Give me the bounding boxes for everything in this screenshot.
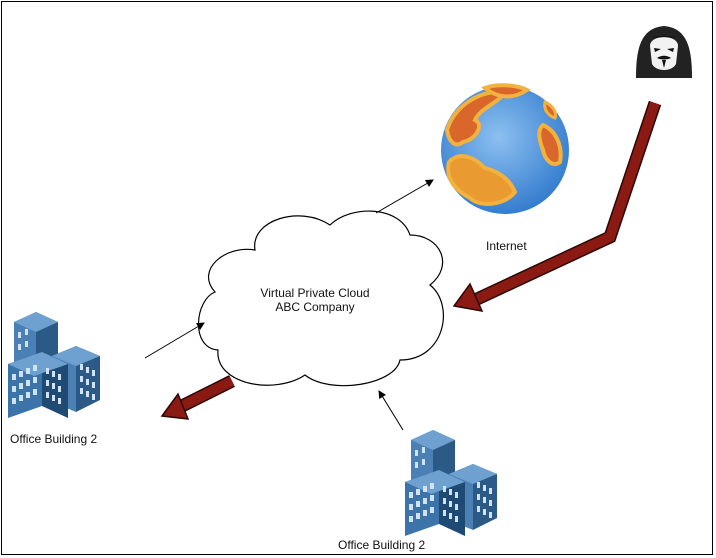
- hacker-icon: [636, 26, 692, 78]
- attack-arrow-hacker-to-cloud: [452, 100, 662, 312]
- office-building-bottom-icon: [405, 430, 497, 536]
- attack-arrow-cloud-to-office: [160, 375, 235, 420]
- vpc-cloud: [197, 210, 444, 387]
- arrow-cloud-to-internet: [375, 179, 434, 214]
- office-left-label: Office Building 2: [10, 432, 98, 446]
- vpc-label-line1: Virtual Private Cloud: [260, 286, 370, 300]
- office-building-left-icon: [8, 312, 100, 418]
- office-bottom-label: Office Building 2: [338, 538, 426, 552]
- vpc-label: Virtual Private Cloud ABC Company: [230, 286, 400, 314]
- arrow-office-bottom-to-cloud: [378, 390, 404, 431]
- globe-icon: [441, 83, 569, 214]
- internet-label: Internet: [486, 239, 527, 253]
- vpc-label-line2: ABC Company: [275, 300, 355, 314]
- arrow-office-left-to-cloud: [144, 322, 205, 359]
